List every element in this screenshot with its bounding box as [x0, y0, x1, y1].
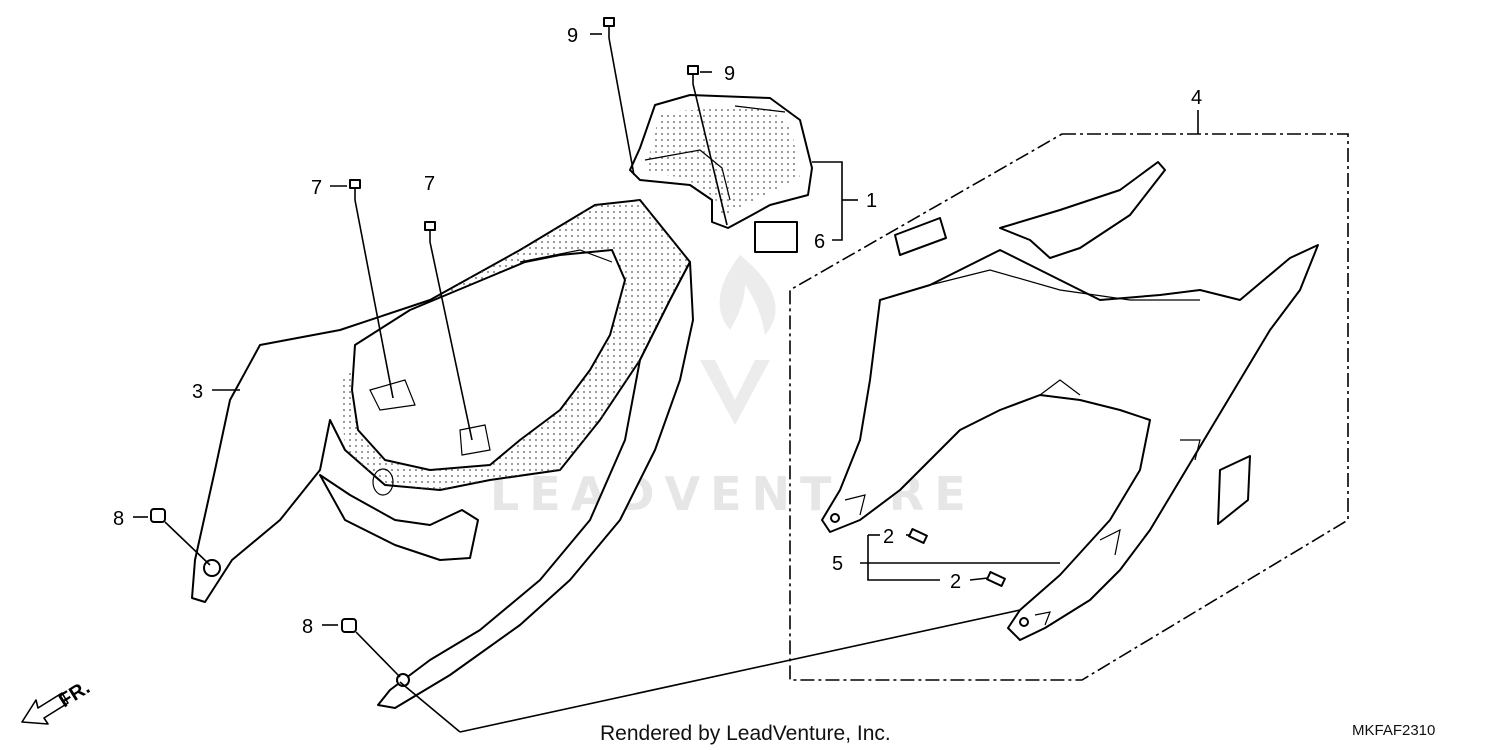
nut-8-left — [150, 508, 166, 523]
bolt-9-top — [603, 17, 615, 38]
callout-3: 3 — [192, 381, 203, 403]
callout-2-upper: 2 — [883, 526, 894, 548]
bolt-7-left — [349, 179, 361, 200]
footer-credit: Rendered by LeadVenture, Inc. — [600, 722, 891, 745]
nut-8-right — [341, 618, 357, 633]
front-direction-indicator: FR. — [21, 677, 94, 725]
direction-arrow-icon — [21, 692, 69, 725]
callout-2-lower: 2 — [950, 571, 961, 593]
pin-2-lower — [986, 570, 1006, 588]
callout-labels: 9 9 1 6 7 7 3 8 8 4 5 2 2 — [113, 25, 1202, 638]
callout-7-left: 7 — [311, 177, 322, 199]
callout-7-right: 7 — [424, 173, 435, 195]
leader-lines — [133, 33, 1199, 733]
callout-8-right: 8 — [302, 616, 313, 638]
callout-5: 5 — [832, 553, 843, 575]
seat-cowl-assembly — [821, 161, 1319, 641]
part-6-block — [754, 221, 798, 253]
bolt-7-right — [424, 221, 436, 242]
callout-9-tail: 9 — [724, 63, 735, 85]
assembly-4-boundary — [789, 133, 1349, 681]
bolts — [150, 17, 1006, 633]
callout-4: 4 — [1191, 87, 1202, 109]
callout-6: 6 — [814, 231, 825, 253]
rear-cowl — [191, 199, 694, 709]
tail-light — [629, 94, 813, 253]
bolt-9-tail — [687, 65, 699, 84]
pin-2-upper — [908, 527, 928, 545]
diagram-code: MKFAF2310 — [1352, 722, 1435, 739]
callout-8-left: 8 — [113, 508, 124, 530]
callout-9-upper: 9 — [567, 25, 578, 47]
callout-1: 1 — [866, 190, 877, 212]
